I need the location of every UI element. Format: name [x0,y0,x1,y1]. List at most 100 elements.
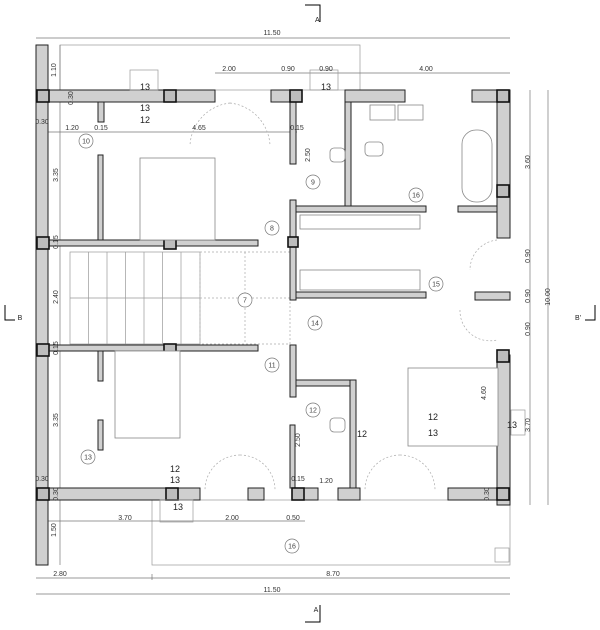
room-number-circle [284,538,300,554]
door-swing-right [469,239,498,271]
furniture [114,69,526,523]
room-number: 12 [309,408,317,415]
room-number-circle [305,402,321,418]
room-number-circle [307,315,323,331]
door-swing-right-2 [459,309,498,342]
dim-label: 0.15 [94,125,108,132]
section-marks: A' A B B' [4,4,596,623]
room-number: 11 [268,363,275,370]
toilet-3 [329,417,346,433]
wardrobe-2 [299,269,421,291]
dim-label: 4.65 [192,125,206,132]
dim-label: 2.00 [222,66,236,73]
dim-label: 0.90 [525,249,532,263]
room-number-circle [408,187,424,203]
bed-right [407,367,499,447]
room-number: 15 [432,282,440,289]
toilet-2 [329,147,346,163]
dim-label: 3.35 [53,168,60,182]
toilet [364,141,384,157]
dim-label: 0.90 [525,322,532,336]
dim-label: 1.20 [319,478,333,485]
dim-label: 1.20 [65,125,79,132]
room-number: 13 [84,455,92,462]
sink-1 [369,104,396,121]
height-label: 13 [507,420,517,430]
dimension-lines [36,37,549,595]
dim-label: 2.50 [295,433,302,447]
section-mark-a-prime: A' [315,17,321,24]
dim-label: 3.70 [118,515,132,522]
dim-label: 0.30 [35,119,49,126]
sink-2 [397,104,424,121]
height-label: 12 [357,429,367,439]
height-label: 12 [170,464,180,474]
height-label: 13 [428,428,438,438]
dim-label: 0.30 [53,487,60,501]
section-mark-b: B [18,315,23,322]
dimension-labels: 11.50 1.10 2.00 0.90 0.90 4.00 0.30 0.30… [35,30,552,594]
room-number-circle [264,220,280,236]
dim-label: 0.15 [290,125,304,132]
dim-label: 11.50 [264,587,281,594]
dim-label: 1.10 [51,63,58,77]
height-label: 12 [140,115,150,125]
dim-label: 3.70 [525,418,532,432]
dim-label: 8.70 [326,571,340,578]
height-label: 13 [140,103,150,113]
height-label: 12 [428,412,438,422]
room-number: 16 [288,544,296,551]
bed-top [139,157,216,241]
room-number: 9 [311,180,315,187]
skylight-top-2 [309,69,339,91]
dim-label: 2.80 [53,571,67,578]
dim-label: 0.15 [53,341,60,355]
door-swing-top [189,102,271,146]
room-number-circle [264,357,280,373]
room-number-circle [305,174,321,190]
height-labels: 13 13 13 12 12 13 12 13 12 13 13 [140,82,517,512]
room-number-circle [428,276,444,292]
section-mark-a: A [314,607,319,614]
door-swing-bottom-right [364,454,436,491]
terrace-outlines [59,44,511,566]
room-number: 8 [270,226,274,233]
room-number: 10 [82,139,90,146]
section-mark-b-prime: B' [575,315,581,322]
dim-label: 1.50 [51,523,58,537]
room-number-circle [80,449,96,465]
staircase [69,251,201,345]
door-swing-bottom [204,454,276,491]
bathtub [461,129,493,203]
height-label: 13 [140,82,150,92]
wardrobe-1 [299,214,421,230]
room-number: 16 [412,193,420,200]
bed-bottom [114,350,181,439]
dim-label: 10.00 [545,288,552,306]
dim-label: 0.90 [281,66,295,73]
skylight-right [510,409,526,436]
dim-label: 4.60 [481,386,488,400]
dim-label: 0.30 [68,91,75,105]
dim-label: 0.30 [484,487,491,501]
dim-label: 0.50 [286,515,300,522]
room-number-circle [237,292,253,308]
height-label: 13 [321,82,331,92]
dim-label: 2.00 [225,515,239,522]
dim-label: 0.15 [291,476,305,483]
height-label: 13 [170,475,180,485]
dim-label: 2.40 [53,290,60,304]
skylight-top [129,69,159,91]
dim-label: 3.35 [53,413,60,427]
dim-label: 3.60 [525,155,532,169]
dim-label: 4.00 [419,66,433,73]
dim-label: 0.30 [35,476,49,483]
room-number: 7 [243,298,247,305]
height-label: 13 [173,502,183,512]
room-number: 14 [311,321,319,328]
room-number-circle [78,133,94,149]
dim-label: 0.15 [53,235,60,249]
dim-label: 2.50 [305,148,312,162]
